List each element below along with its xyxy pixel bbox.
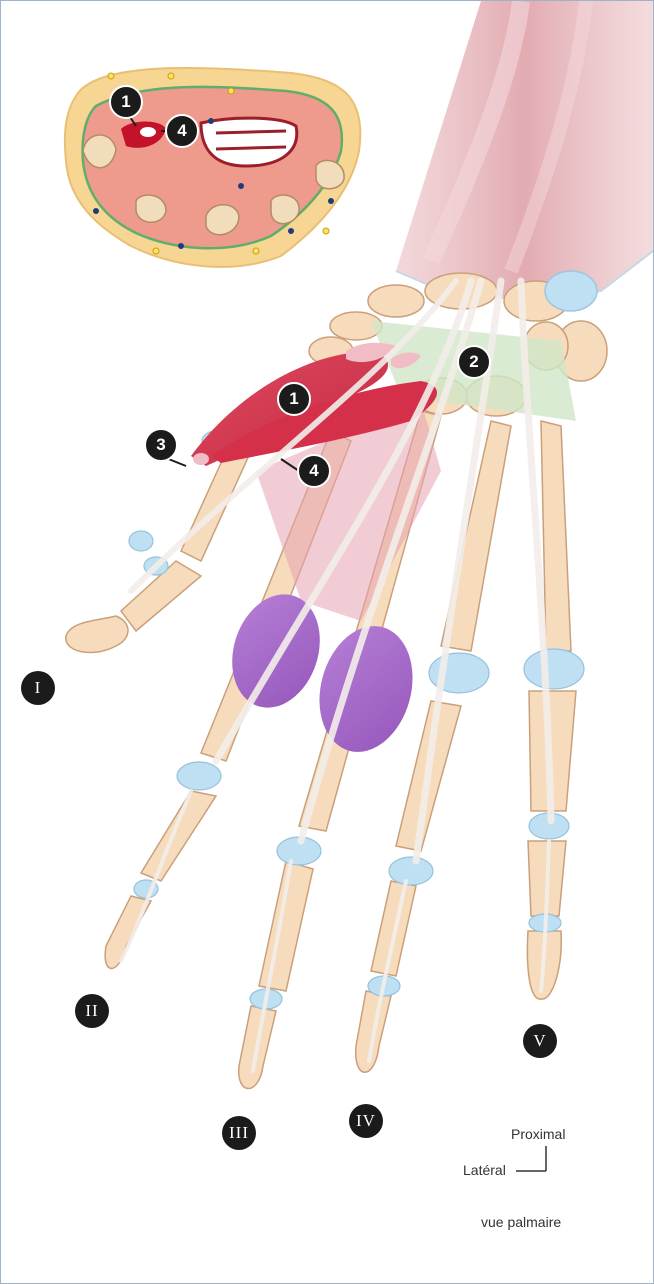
cross-section-inset [63, 66, 362, 268]
marker-3: 3 [144, 428, 178, 462]
digit-label-v: V [523, 1024, 557, 1058]
orientation-indicator [516, 1146, 547, 1172]
marker-4: 4 [297, 454, 331, 488]
view-label: vue palmaire [481, 1214, 562, 1230]
marker-1-inset: 1 [109, 85, 143, 119]
digit-label-ii: II [75, 994, 109, 1028]
marker-1: 1 [277, 382, 311, 416]
marker-4-inset: 4 [165, 114, 199, 148]
flexor-tendons [119, 277, 555, 1073]
orientation-proximal-label: Proximal [511, 1126, 566, 1142]
marker-2: 2 [457, 345, 491, 379]
orientation-lateral-label: Latéral [463, 1162, 506, 1178]
interosseous-muscles [232, 594, 413, 752]
digit-label-i: I [21, 671, 55, 705]
forearm [395, 1, 653, 303]
digit-label-iv: IV [349, 1104, 383, 1138]
digit-label-iii: III [222, 1116, 256, 1150]
